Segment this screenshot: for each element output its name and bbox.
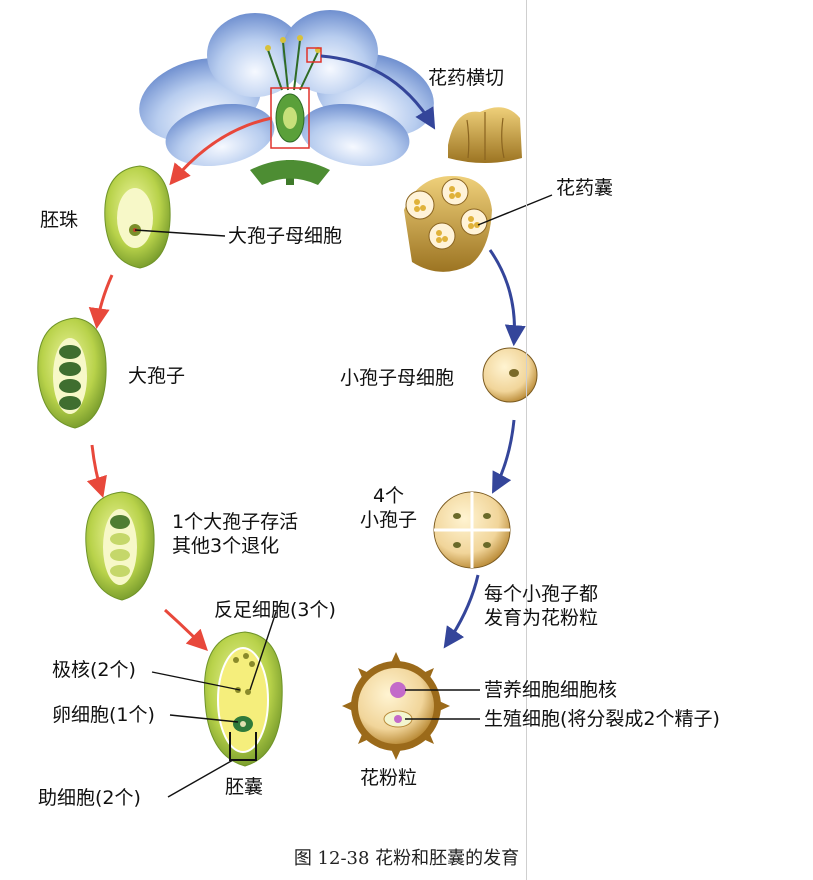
label-microsporocyte: 小孢子母细胞 — [340, 367, 455, 389]
label-megaspore: 大孢子 — [128, 365, 186, 387]
flower-illustration — [139, 10, 434, 185]
right-process-arrows — [320, 54, 526, 649]
embryo-sac-illustration — [204, 631, 283, 767]
label-vegetative-nucleus: 营养细胞细胞核 — [484, 679, 618, 701]
label-antipodal-cells: 反足细胞(3个) — [214, 599, 336, 621]
figure-caption: 图 12-38 花粉和胚囊的发育 — [293, 848, 520, 869]
surviving-megaspore-illustration — [85, 491, 155, 601]
label-pollen-sac: 花药囊 — [556, 177, 614, 199]
label-polar-nuclei: 极核(2个) — [52, 659, 136, 681]
anther-cross-section-illustration — [448, 107, 522, 163]
label-one-megaspore-survives: 1个大孢子存活 其他3个退化 — [172, 511, 299, 557]
label-synergids: 助细胞(2个) — [38, 787, 141, 809]
microsporocyte-illustration — [482, 347, 538, 403]
label-leader-lines — [134, 194, 553, 798]
label-pollen-grain: 花粉粒 — [360, 767, 418, 789]
label-ovule: 胚珠 — [40, 209, 79, 231]
label-each-microspore-develops: 每个小孢子都 发育为花粉粒 — [484, 583, 599, 629]
label-generative-cell: 生殖细胞(将分裂成2个精子) — [484, 708, 720, 730]
label-megasporocyte: 大孢子母细胞 — [228, 225, 343, 247]
page-divider-line — [526, 0, 527, 880]
ovule-illustration — [104, 165, 171, 269]
label-embryo-sac: 胚囊 — [225, 776, 264, 798]
label-egg-cell: 卵细胞(1个) — [52, 704, 155, 726]
megaspore-illustration — [37, 317, 107, 429]
pollen-grain-illustration — [342, 652, 450, 760]
label-four-microspores: 4个 小孢子 — [360, 485, 418, 531]
label-anther-cross-section: 花药横切 — [428, 67, 505, 89]
four-microspores-illustration — [433, 491, 511, 569]
pollen-sac-illustration — [404, 176, 492, 272]
left-process-arrows — [86, 116, 273, 651]
